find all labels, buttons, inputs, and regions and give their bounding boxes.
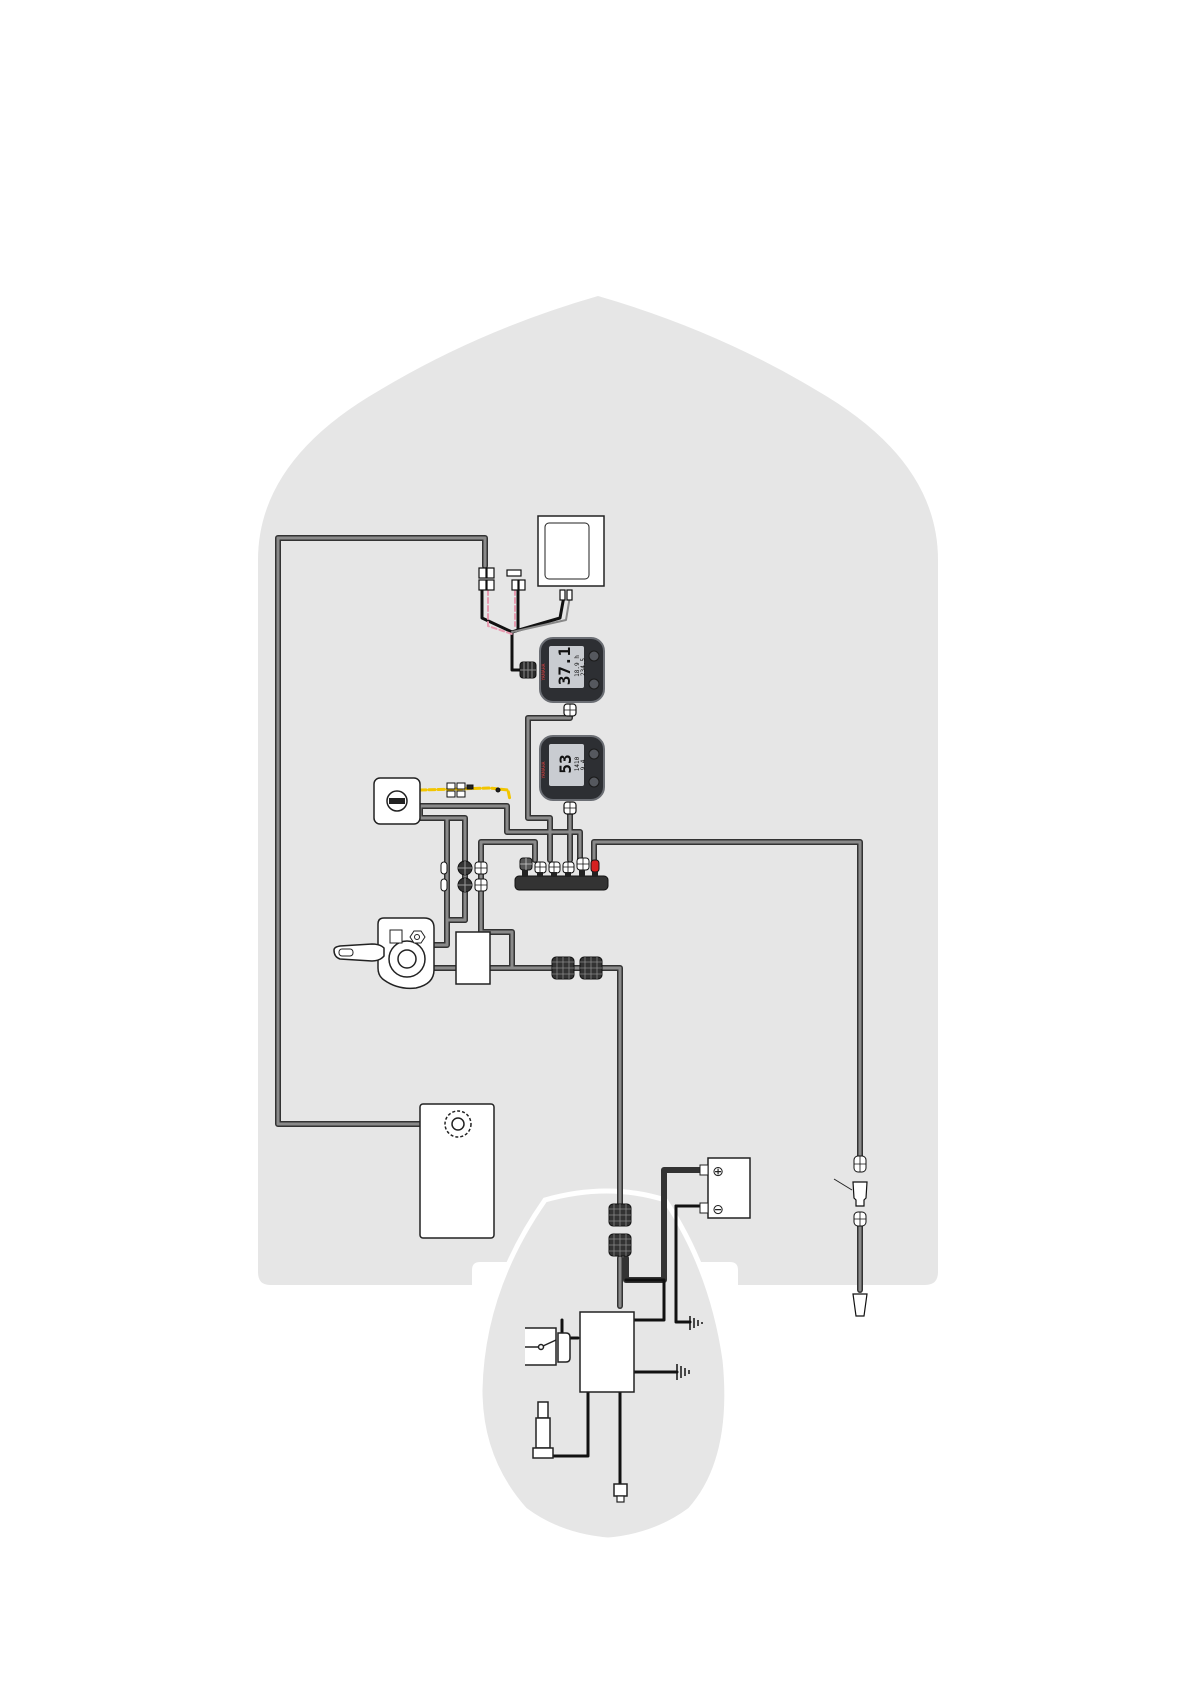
gauge-2-line2: 9.4 xyxy=(580,759,587,770)
gauge-1-brand: YAMAHA xyxy=(541,663,546,681)
gauge-2-button-top[interactable] xyxy=(589,749,599,759)
gauge-connector xyxy=(564,704,576,716)
gauge-2-brand: YAMAHA xyxy=(541,761,546,779)
gauge-2-connector xyxy=(564,802,576,814)
battery-positive-icon: ⊕ xyxy=(712,1164,724,1180)
harness-connector-block xyxy=(520,662,536,678)
junction-box[interactable] xyxy=(456,932,490,984)
gauge-1-button-top[interactable] xyxy=(589,651,599,661)
multifunction-display[interactable] xyxy=(538,516,604,586)
fuel-sender-icon xyxy=(445,1111,471,1137)
fuel-tank[interactable] xyxy=(420,1104,494,1238)
gauge-2[interactable]: 53 1410 9.4 YAMAHA xyxy=(540,736,604,800)
battery[interactable]: ⊕ ⊖ xyxy=(700,1158,750,1218)
main-switch[interactable] xyxy=(374,778,420,824)
gauge-1-main-reading: 37.1 xyxy=(555,647,574,686)
starter-relay[interactable] xyxy=(525,1328,570,1365)
gauge-2-button-bottom[interactable] xyxy=(589,777,599,787)
engine-control-unit[interactable] xyxy=(580,1312,634,1392)
gauge-1[interactable]: 37.1 18.9 h 234.5 YAMAHA xyxy=(540,638,604,702)
remote-control-button[interactable] xyxy=(390,930,402,943)
battery-negative-icon: ⊖ xyxy=(712,1202,724,1218)
network-hub[interactable] xyxy=(515,876,608,890)
gauge-2-main-reading: 53 xyxy=(556,754,575,773)
gauge-1-line2: 234.5 xyxy=(580,658,587,676)
gauge-1-button-bottom[interactable] xyxy=(589,679,599,689)
